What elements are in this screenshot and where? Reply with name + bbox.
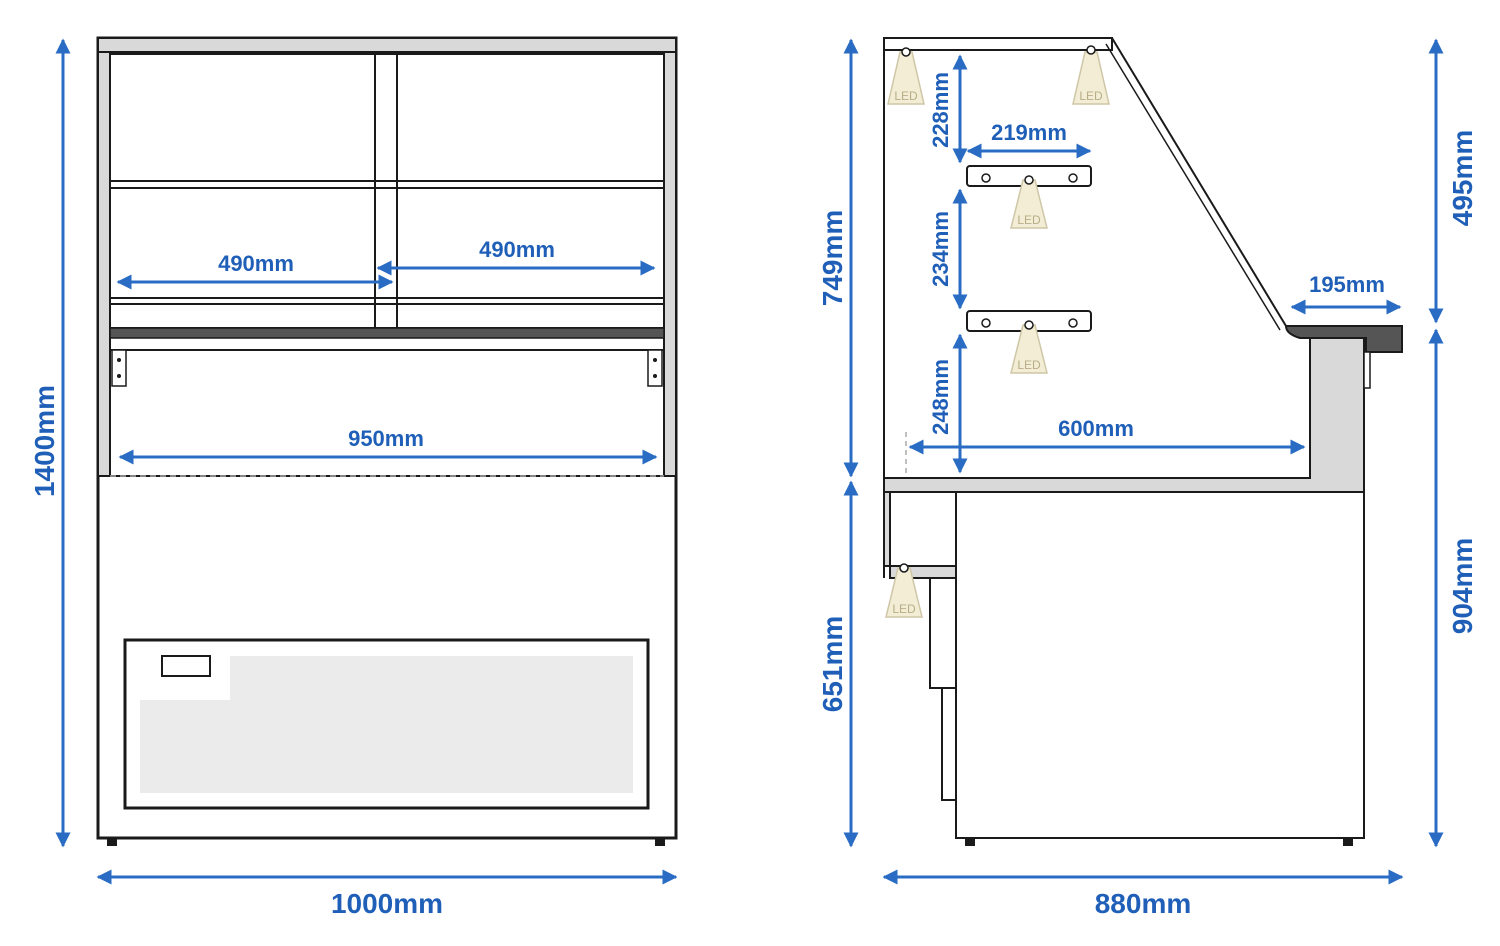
led-label: LED xyxy=(894,89,918,103)
lower-height-label: 651mm xyxy=(817,616,848,713)
side-ledge xyxy=(1284,325,1403,353)
depth-label: 880mm xyxy=(1095,888,1192,919)
side-view: LED LED LED LED LED 749mm 651mm 880mm xyxy=(817,37,1478,919)
front-height-label: 1400mm xyxy=(29,385,60,497)
upper-height-label: 749mm xyxy=(817,210,848,307)
side-base-cabinet xyxy=(955,491,1365,839)
front-countertop xyxy=(109,327,665,339)
led-lamp-top-right: LED xyxy=(1072,45,1110,105)
right-half-label: 490mm xyxy=(479,237,555,262)
led-label: LED xyxy=(892,602,916,616)
led-lamp-top-left: LED xyxy=(887,47,925,105)
led-lamp-upper-shelf: LED xyxy=(1010,175,1048,229)
control-display xyxy=(161,655,211,677)
front-grille-panel xyxy=(123,638,650,810)
right-lower-label: 904mm xyxy=(1447,538,1478,635)
front-glass xyxy=(109,53,665,329)
shelf-gap-bottom-label: 248mm xyxy=(928,359,953,435)
front-width-label: 1000mm xyxy=(331,888,443,919)
front-left-post xyxy=(97,51,111,477)
led-label: LED xyxy=(1017,358,1041,372)
front-right-post xyxy=(663,51,677,477)
front-grille-fill xyxy=(140,656,633,793)
front-view: 1400mm 1000mm 950mm 490mm 490mm xyxy=(29,36,678,919)
led-label: LED xyxy=(1079,89,1103,103)
side-canopy xyxy=(883,37,1113,51)
shelf-gap-mid-label: 234mm xyxy=(928,211,953,287)
led-label: LED xyxy=(1017,213,1041,227)
right-upper-label: 495mm xyxy=(1447,130,1478,227)
led-lamp-lower-shelf: LED xyxy=(1010,320,1048,374)
ledge-label: 195mm xyxy=(1309,272,1385,297)
shelf-gap-top-label: 228mm xyxy=(928,72,953,148)
front-mullion xyxy=(374,53,398,329)
inner-width-label: 950mm xyxy=(348,426,424,451)
left-half-label: 490mm xyxy=(218,251,294,276)
interior-depth-label: 600mm xyxy=(1058,416,1134,441)
side-front-pillar xyxy=(883,337,1365,493)
led-lamp-base: LED xyxy=(885,563,923,618)
shelf-depth-label: 219mm xyxy=(991,120,1067,145)
front-top-frame xyxy=(97,37,677,53)
